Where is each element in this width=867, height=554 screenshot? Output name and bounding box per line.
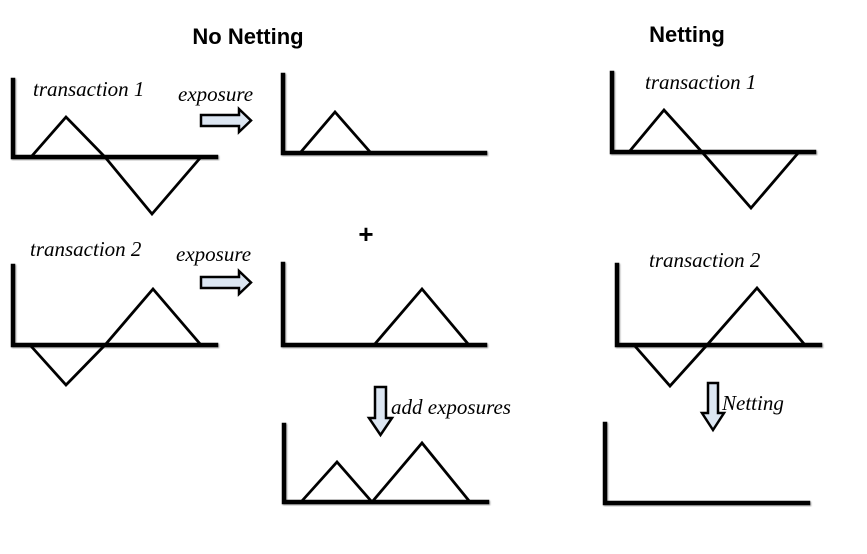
sum-exposure-curve <box>299 440 472 505</box>
netted-exposure-chart <box>602 421 811 506</box>
exposure-label-1: exposure <box>178 82 253 106</box>
chart-axes <box>10 77 219 160</box>
exposure-label-2: exposure <box>176 242 251 266</box>
transaction-1-curve <box>29 114 203 217</box>
right-arrow-icon <box>199 106 253 135</box>
plus-sign: + <box>358 219 373 249</box>
chart-axes <box>609 70 817 155</box>
chart-axes <box>602 421 811 506</box>
chart-axes <box>280 72 488 156</box>
left-transaction-2-label: transaction 2 <box>30 237 142 261</box>
right-transaction-1-label: transaction 1 <box>645 70 756 94</box>
chart-axes <box>614 262 823 348</box>
chart-axes <box>280 261 488 348</box>
sum-exposure-chart <box>281 422 490 505</box>
exposure-2-chart <box>280 261 488 348</box>
chart-axes <box>10 263 219 348</box>
right-transaction-2-chart <box>614 262 823 389</box>
chart-axes <box>281 422 490 505</box>
transaction-2-curve <box>632 285 807 389</box>
no-netting-title: No Netting <box>192 24 303 49</box>
right-transaction-1-chart <box>609 70 817 211</box>
left-transaction-1-label: transaction 1 <box>33 77 144 101</box>
down-arrow-icon <box>699 381 727 433</box>
transaction-2-curve <box>28 286 203 388</box>
exposure-1-curve <box>298 109 373 154</box>
exposure-1-chart <box>280 72 488 156</box>
netting-label: Netting <box>721 391 784 415</box>
left-transaction-1-chart <box>10 77 219 217</box>
add-exposures-label: add exposures <box>391 395 511 419</box>
transaction-1-curve <box>627 107 801 211</box>
exposure-2-curve <box>372 286 471 346</box>
left-transaction-2-chart <box>10 263 219 388</box>
right-transaction-2-label: transaction 2 <box>649 248 761 272</box>
down-arrow-icon <box>366 385 395 438</box>
right-arrow-icon <box>199 268 253 297</box>
netting-title: Netting <box>649 22 725 47</box>
